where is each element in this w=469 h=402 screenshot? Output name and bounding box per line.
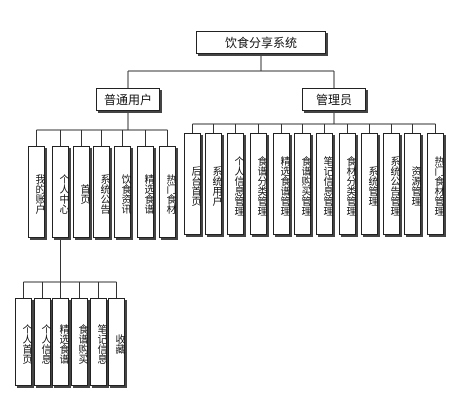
admin-node-8: 食材分类管理 [339,133,356,235]
branch-node-user: 普通用户 [96,88,160,111]
user-node-6: 精选食谱 [137,146,154,238]
root-node: 饮食分享系统 [196,31,326,54]
sub-node-1: 个人首页 [15,298,32,386]
sub-node-6: 收藏 [108,298,125,386]
admin-node-5: 精选食谱管理 [273,133,290,235]
admin-node-4: 食谱分类管理 [250,133,267,235]
sub-node-2: 个人信息 [34,298,51,386]
user-node-4: 系统公告 [93,146,110,238]
admin-node-2: 系统用户 [205,133,222,235]
sub-node-4: 食谱购买 [71,298,88,386]
admin-node-1: 后台首页 [184,133,201,235]
user-node-1: 我的账户 [28,146,45,238]
admin-node-3: 个人信息管理 [227,133,244,235]
user-node-7: 热门食材 [159,146,176,238]
user-node-3: 首页 [73,146,90,238]
admin-node-10: 系统公告管理 [383,133,400,235]
user-node-2: 个人中心 [52,146,69,238]
sub-node-5: 笔记信息 [90,298,107,386]
admin-node-12: 热门食材管理 [427,133,444,235]
sub-node-3: 精选食谱 [52,298,69,386]
admin-node-6: 食谱购买管理 [294,133,311,235]
branch-node-admin: 管理员 [302,88,366,111]
admin-node-9: 系统管理 [361,133,378,235]
admin-node-11: 资源管理 [404,133,421,235]
user-node-5: 饮食资讯 [114,146,131,238]
admin-node-7: 笔记信息管理 [316,133,333,235]
